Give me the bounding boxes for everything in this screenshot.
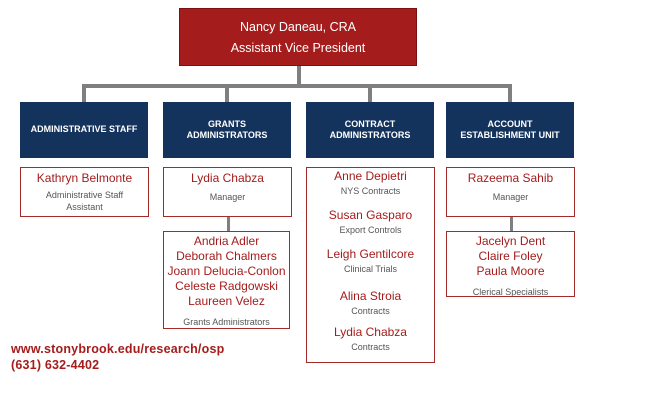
executive-name: Nancy Daneau, CRA (239, 20, 357, 34)
grants-member: Andria Adler (193, 234, 260, 248)
connector-account-team (510, 217, 513, 231)
account-manager-role: Manager (492, 192, 529, 202)
account-members-role: Clerical Specialists (472, 287, 549, 297)
contract-entry: Alina Stroia Contracts (307, 289, 434, 325)
dept-header-account-establishment-unit: ACCOUNT ESTABLISHMENT UNIT (446, 102, 574, 158)
grants-manager-name: Lydia Chabza (191, 171, 264, 185)
connector-drop-admin (82, 84, 86, 102)
grants-manager-role: Manager (209, 192, 246, 202)
connector-horizontal (82, 84, 512, 88)
contract-name: Leigh Gentilcore (326, 247, 415, 261)
contact-info: www.stonybrook.edu/research/osp (631) 63… (11, 341, 224, 373)
contract-entry: Susan Gasparo Export Controls (307, 208, 434, 247)
account-manager-card: Razeema Sahib Manager (446, 167, 575, 217)
grants-member: Celeste Radgowski (175, 279, 278, 293)
connector-drop-contracts (368, 84, 372, 102)
account-member: Claire Foley (478, 249, 543, 263)
admin-staff-role: Administrative Staff Assistant (45, 190, 124, 212)
connector-drop-grants (225, 84, 229, 102)
account-member: Paula Moore (476, 264, 545, 278)
contract-name: Alina Stroia (339, 289, 402, 303)
contract-role: Contracts (351, 342, 390, 352)
dept-header-contract-administrators: CONTRACT ADMINISTRATORS (306, 102, 434, 158)
executive-title: Assistant Vice President (230, 41, 366, 55)
account-manager-name: Razeema Sahib (467, 171, 554, 185)
account-member: Jacelyn Dent (475, 234, 546, 248)
contract-name: Anne Depietri (334, 169, 407, 183)
grants-manager-card: Lydia Chabza Manager (163, 167, 292, 217)
top-executive-box: Nancy Daneau, CRA Assistant Vice Preside… (179, 8, 417, 66)
contract-entry: Lydia Chabza Contracts (307, 325, 434, 353)
contract-entry: Leigh Gentilcore Clinical Trials (307, 247, 434, 289)
account-team-card: Jacelyn Dent Claire Foley Paula Moore Cl… (446, 231, 575, 297)
contract-role: Clinical Trials (343, 264, 397, 274)
contract-role: NYS Contracts (340, 186, 401, 196)
connector-grants-team (227, 217, 230, 231)
website-link[interactable]: www.stonybrook.edu/research/osp (11, 342, 225, 356)
admin-staff-card: Kathryn Belmonte Administrative Staff As… (20, 167, 149, 217)
grants-member: Joann Delucia-Conlon (167, 264, 286, 278)
contract-name: Lydia Chabza (334, 325, 407, 339)
contracts-card: Anne Depietri NYS Contracts Susan Gaspar… (306, 167, 435, 363)
grants-member: Deborah Chalmers (176, 249, 277, 263)
connector-top-vertical (297, 66, 301, 86)
contract-entry: Anne Depietri NYS Contracts (307, 169, 434, 208)
grants-members-role: Grants Administrators (183, 317, 270, 327)
phone-number: (631) 632-4402 (11, 358, 100, 372)
grants-team-card: Andria Adler Deborah Chalmers Joann Delu… (163, 231, 290, 329)
grants-member: Laureen Velez (188, 294, 265, 308)
dept-header-administrative-staff: ADMINISTRATIVE STAFF (20, 102, 148, 158)
dept-header-grants-administrators: GRANTS ADMINISTRATORS (163, 102, 291, 158)
admin-staff-name: Kathryn Belmonte (36, 171, 133, 185)
contract-role: Export Controls (339, 225, 402, 235)
contract-role: Contracts (351, 306, 390, 316)
contract-name: Susan Gasparo (328, 208, 413, 222)
connector-drop-account (508, 84, 512, 102)
